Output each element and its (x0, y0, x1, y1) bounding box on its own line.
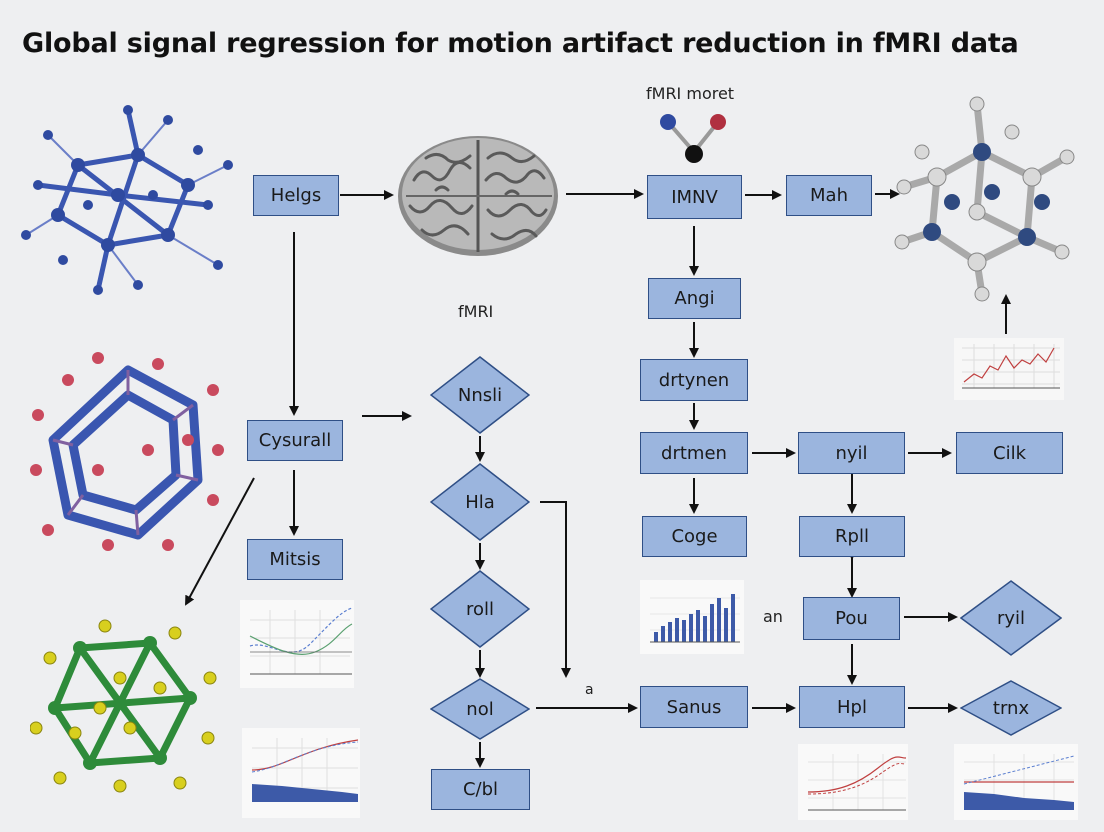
node-cbl: C/bl (431, 769, 530, 810)
node-drtynen: drtynen (640, 359, 748, 401)
diamond-hla-label: Hla (465, 491, 495, 513)
diamond-trnx-label: trnx (992, 697, 1030, 719)
diamond-roll-label: roll (465, 598, 495, 620)
node-helgs: Helgs (253, 175, 339, 216)
node-cysurall: Cysurall (247, 420, 343, 461)
node-coge: Coge (642, 516, 747, 557)
diamond-nnsli-label: Nnsli (457, 384, 503, 406)
arrow-cysurall-greenmol (185, 477, 255, 606)
node-mah: Mah (786, 175, 872, 216)
diamond-roll: roll (430, 570, 530, 648)
page-title: Global signal regression for motion arti… (22, 28, 1019, 59)
diamond-nol-label: nol (466, 698, 494, 720)
grey-molecule-image (894, 96, 1075, 302)
top-center-label: fMRI moret (646, 84, 735, 103)
blue-molecule-image (21, 105, 233, 295)
brain-image (398, 136, 558, 256)
thumb-bar-chart (640, 580, 744, 654)
thumb-chart-left-2 (242, 728, 360, 818)
diamond-ryil-label: ryil (996, 607, 1026, 629)
diamond-trnx: trnx (960, 680, 1062, 736)
thumb-chart-left-1 (240, 600, 354, 688)
thumb-chart-bottom-1 (798, 744, 908, 820)
diamond-nnsli: Nnsli (430, 356, 530, 434)
ring-molecule-image (30, 352, 224, 551)
a-label: a (585, 682, 594, 698)
node-cilk: Cilk (956, 432, 1063, 474)
node-rpll: Rpll (799, 516, 905, 557)
node-pou: Pou (803, 597, 900, 640)
green-molecule-image (30, 619, 217, 793)
arrow-hla-down (540, 501, 571, 678)
node-drtmen: drtmen (640, 432, 748, 474)
fmri-label: fMRI (458, 302, 494, 321)
node-nyil: nyil (798, 432, 905, 474)
node-angi: Angi (648, 278, 741, 319)
small-molecule-image (660, 114, 726, 163)
node-sanus: Sanus (640, 686, 748, 728)
node-mitsis: Mitsis (247, 539, 343, 580)
diamond-ryil: ryil (960, 580, 1062, 656)
diamond-hla: Hla (430, 463, 530, 541)
diamond-nol: nol (430, 678, 530, 740)
node-hpl: Hpl (799, 686, 905, 728)
node-imnv: IMNV (647, 175, 742, 219)
thumb-chart-bottom-2 (954, 744, 1078, 820)
an-label: an (763, 607, 783, 626)
thumb-chart-top-right (954, 338, 1064, 400)
